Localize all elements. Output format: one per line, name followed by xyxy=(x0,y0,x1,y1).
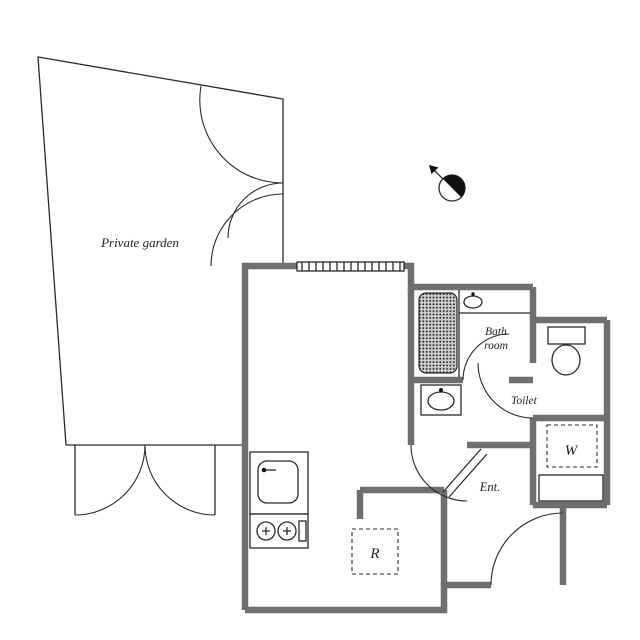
garden-gate-arc-right xyxy=(144,444,216,516)
compass xyxy=(429,165,466,202)
bathroom: Bath room xyxy=(418,290,530,377)
toilet-icon xyxy=(551,344,581,376)
window-ticks xyxy=(301,262,401,271)
shoe-cabinet xyxy=(538,474,604,502)
washer-space: W xyxy=(546,424,598,468)
washbasin-area xyxy=(420,384,462,416)
toilet-room: Toilet xyxy=(511,326,586,407)
private-garden-label: Private garden xyxy=(100,235,179,250)
entry-step-line-2 xyxy=(448,453,488,498)
washbasin-faucet-icon xyxy=(439,388,443,392)
garden-gate-arc-left xyxy=(74,444,146,516)
stove-grill xyxy=(298,520,307,542)
doors xyxy=(410,333,564,586)
washer-outline xyxy=(546,424,598,468)
washer-label: W xyxy=(565,443,579,459)
window xyxy=(296,261,405,272)
two-burner-stove-icon xyxy=(249,513,309,549)
kitchen-faucet-icon xyxy=(261,467,267,473)
main-room-door-arc xyxy=(410,444,468,502)
washbasin-icon xyxy=(463,295,483,309)
bathroom-door-arc xyxy=(462,333,510,381)
bathtub-icon xyxy=(418,292,458,374)
shoe-cabinet-outline xyxy=(538,474,604,502)
refrigerator-space: R xyxy=(351,528,399,575)
garden-door-arc-top xyxy=(199,85,284,184)
toilet-label: Toilet xyxy=(511,395,538,407)
stove-burner-left xyxy=(256,521,276,541)
toilet-tank xyxy=(547,326,586,345)
stove-burner-cross xyxy=(262,527,291,535)
entrance-label: Ent. xyxy=(479,480,500,494)
toilet-door-arc xyxy=(477,362,534,419)
kitchen-sink-icon xyxy=(257,460,299,504)
bathroom-label-line1: Bath xyxy=(485,326,507,338)
north-compass-icon xyxy=(429,165,439,174)
entrance: Ent. xyxy=(442,448,500,498)
entrance-door-arc xyxy=(490,512,564,586)
entry-step-line-1 xyxy=(442,448,482,493)
refrigerator-outline xyxy=(351,528,399,575)
wall-bottom xyxy=(245,581,491,614)
garden-door-arc-mid xyxy=(227,182,284,239)
unit-walls xyxy=(241,262,611,614)
wall-top-right-jog xyxy=(404,262,533,291)
wall-left-top xyxy=(241,262,297,610)
refrigerator-label: R xyxy=(369,546,379,562)
bath-faucet-icon xyxy=(471,292,475,296)
garden-door-arc-lower xyxy=(210,193,284,267)
stove-burner-right xyxy=(277,521,297,541)
bathroom-label-line2: room xyxy=(484,340,508,352)
compass-half xyxy=(442,174,466,198)
kitchen xyxy=(249,451,309,549)
